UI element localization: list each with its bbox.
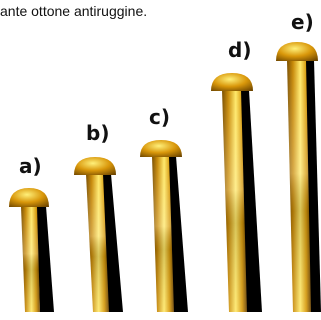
label-c: c): [149, 105, 170, 129]
screw-b: b): [74, 121, 123, 312]
head-c: [140, 140, 182, 157]
label-b: b): [86, 121, 109, 145]
caption-text: ante ottone antiruggine.: [0, 3, 148, 19]
shadow-e: [303, 60, 321, 312]
head-a: [9, 188, 49, 207]
label-e: e): [291, 10, 314, 34]
head-e: [276, 42, 318, 61]
head-d: [211, 73, 253, 91]
screw-d: d): [211, 38, 262, 312]
screw-c: c): [140, 105, 188, 312]
head-b: [74, 157, 116, 175]
screw-e: e): [276, 10, 321, 312]
shadow-a: [36, 206, 54, 312]
label-d: d): [228, 38, 251, 62]
screw-a: a): [9, 154, 54, 312]
label-a: a): [19, 154, 42, 178]
